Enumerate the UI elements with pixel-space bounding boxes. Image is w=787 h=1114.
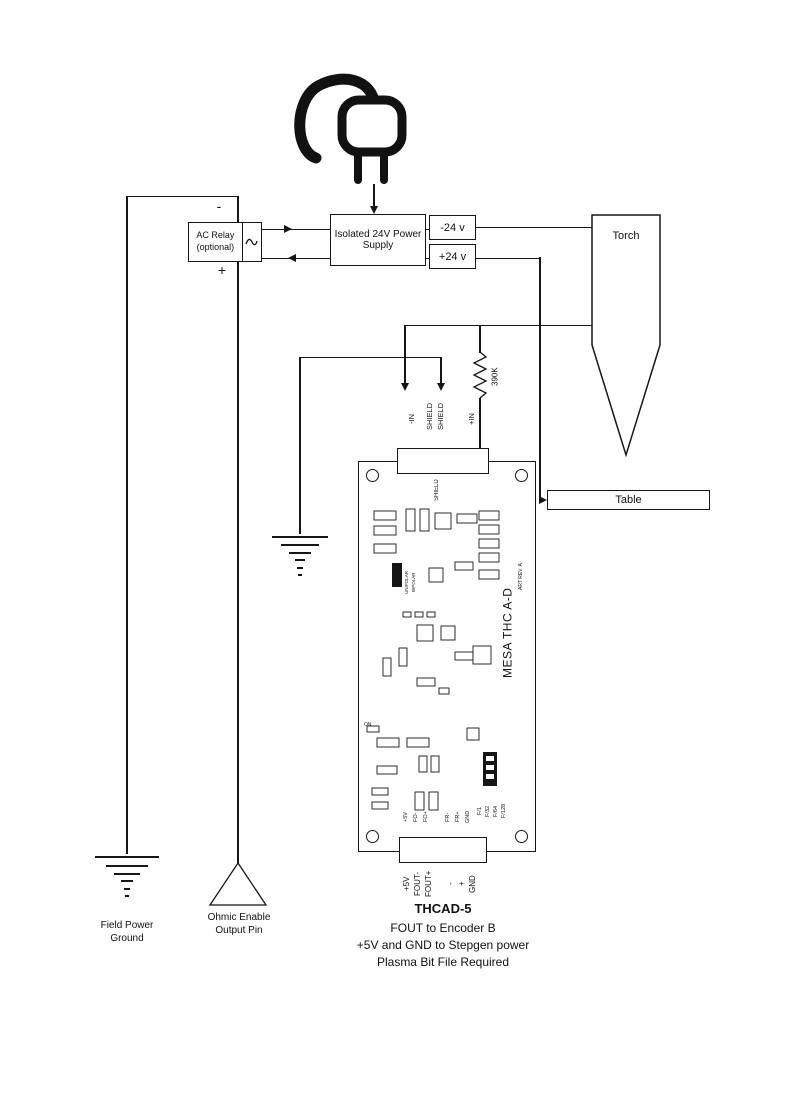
wire-psu-neg24	[426, 228, 429, 230]
wire-ohmic-enable	[237, 262, 239, 863]
bottom-pin-gnd: GND	[468, 875, 477, 893]
pin-label-pos-in: +IN	[467, 413, 476, 425]
pcb-components-icon	[366, 508, 500, 811]
jumper-unipolar-label: UNIPOLAR	[404, 570, 409, 594]
resistor-icon	[472, 352, 488, 399]
torch-shape	[591, 214, 661, 458]
bottom-pin-fout-minus: FOUT-	[413, 872, 422, 896]
arrow-into-shield	[437, 383, 445, 391]
caption: THCAD-5 FOUT to Encoder B +5V and GND to…	[318, 901, 568, 971]
pin-label-shield-2: SHIELD	[436, 402, 445, 430]
ohmic-label: Ohmic Enable Output Pin	[207, 912, 271, 936]
ac-relay-box: AC Relay (optional)	[188, 222, 262, 262]
psu-box: Isolated 24V Power Supply	[330, 214, 426, 266]
table-box: Table	[547, 490, 710, 510]
caption-line-2: +5V and GND to Stepgen power	[356, 938, 530, 953]
freq-pin-f128: F/128	[501, 803, 507, 819]
wire-resistor-top	[479, 325, 481, 353]
power-plug-icon	[294, 73, 407, 184]
rail-neg24-box: -24 v	[429, 215, 476, 240]
caption-line-3: Plasma Bit File Required	[376, 954, 510, 969]
freq-pin-f64: F/64	[493, 805, 499, 817]
board-bottom-connector	[399, 837, 487, 863]
pin-label-neg-in: -IN	[407, 414, 416, 424]
wire-relay-psu-bottom	[262, 257, 330, 259]
wire-field-ground	[126, 196, 128, 854]
inner-pin-5v: +5V	[403, 812, 409, 822]
mounting-hole	[366, 469, 379, 482]
inner-pin-fo-minus: FO-	[413, 812, 419, 822]
inner-pin-gnd: GND	[465, 810, 471, 824]
arrow-relay-psu-top	[284, 225, 292, 234]
pin-label-shield-1: SHIELD	[425, 402, 434, 430]
wire-neg24-to-torch	[476, 226, 592, 228]
wire-plug-to-psu	[373, 184, 375, 208]
wire-pos24-out	[476, 257, 540, 259]
wire-to-table-vertical	[539, 257, 541, 501]
wire-relay-neg-top	[127, 195, 238, 197]
rail-pos24-box: +24 v	[429, 244, 476, 269]
ac-wave-icon	[245, 238, 258, 246]
ohmic-triangle-icon	[208, 861, 268, 906]
wire-shield-horizontal	[300, 356, 441, 358]
mounting-hole	[515, 830, 528, 843]
board-brand-label: MESA THC A-D	[500, 587, 515, 679]
relay-wave-cell	[241, 223, 261, 261]
torch-label: Torch	[612, 230, 640, 242]
resistor-label: 390K	[490, 367, 500, 387]
relay-minus-label: -	[216, 198, 222, 214]
mounting-hole	[366, 830, 379, 843]
mounting-hole	[515, 469, 528, 482]
wire-neg-in-drop	[404, 325, 406, 383]
psu-label: Isolated 24V Power Supply	[334, 229, 422, 251]
rail-neg24-label: -24 v	[440, 221, 465, 234]
arrow-into-neg-in	[401, 383, 409, 391]
bottom-pin-minus: -	[446, 882, 455, 886]
ac-relay-label: AC Relay (optional)	[196, 230, 235, 252]
wire-relay-neg-drop	[237, 196, 239, 222]
jumper-bipolar-label: BIPOLAR	[411, 572, 416, 592]
wire-torch-sense	[405, 324, 592, 326]
arrow-relay-psu-bottom	[288, 254, 296, 263]
wire-resistor-to-pos-in	[479, 398, 481, 448]
arrow-into-table	[539, 496, 547, 505]
freq-pin-f1: F/1	[477, 807, 483, 815]
arrow-into-psu	[369, 206, 378, 214]
field-ground-label: Field Power Ground	[100, 920, 154, 944]
rail-pos24-label: +24 v	[438, 250, 467, 263]
bottom-pin-plus: +	[457, 881, 466, 887]
inner-pin-fr-minus: FR-	[445, 812, 451, 822]
board-top-connector	[397, 448, 489, 474]
caption-title: THCAD-5	[414, 901, 472, 916]
wire-shield-drop	[440, 357, 442, 383]
board-shield-label: SHIELD	[434, 479, 440, 501]
board-rev-label: ART REV. A	[518, 563, 524, 591]
wire-relay-psu-top	[262, 228, 330, 230]
board-on-label: ON	[364, 722, 372, 728]
caption-line-1: FOUT to Encoder B	[390, 921, 496, 936]
bottom-pin-5v: +5V	[402, 876, 411, 892]
wire-psu-pos24	[426, 257, 429, 259]
table-label: Table	[615, 494, 642, 506]
wire-shield-to-ground	[299, 357, 301, 534]
inner-pin-fr-plus: FR+	[455, 811, 461, 823]
freq-pin-f32: F/32	[485, 805, 491, 817]
bottom-pin-fout-plus: FOUT+	[424, 870, 433, 898]
inner-pin-fo-plus: FO+	[423, 811, 429, 823]
relay-plus-label: +	[217, 262, 227, 278]
